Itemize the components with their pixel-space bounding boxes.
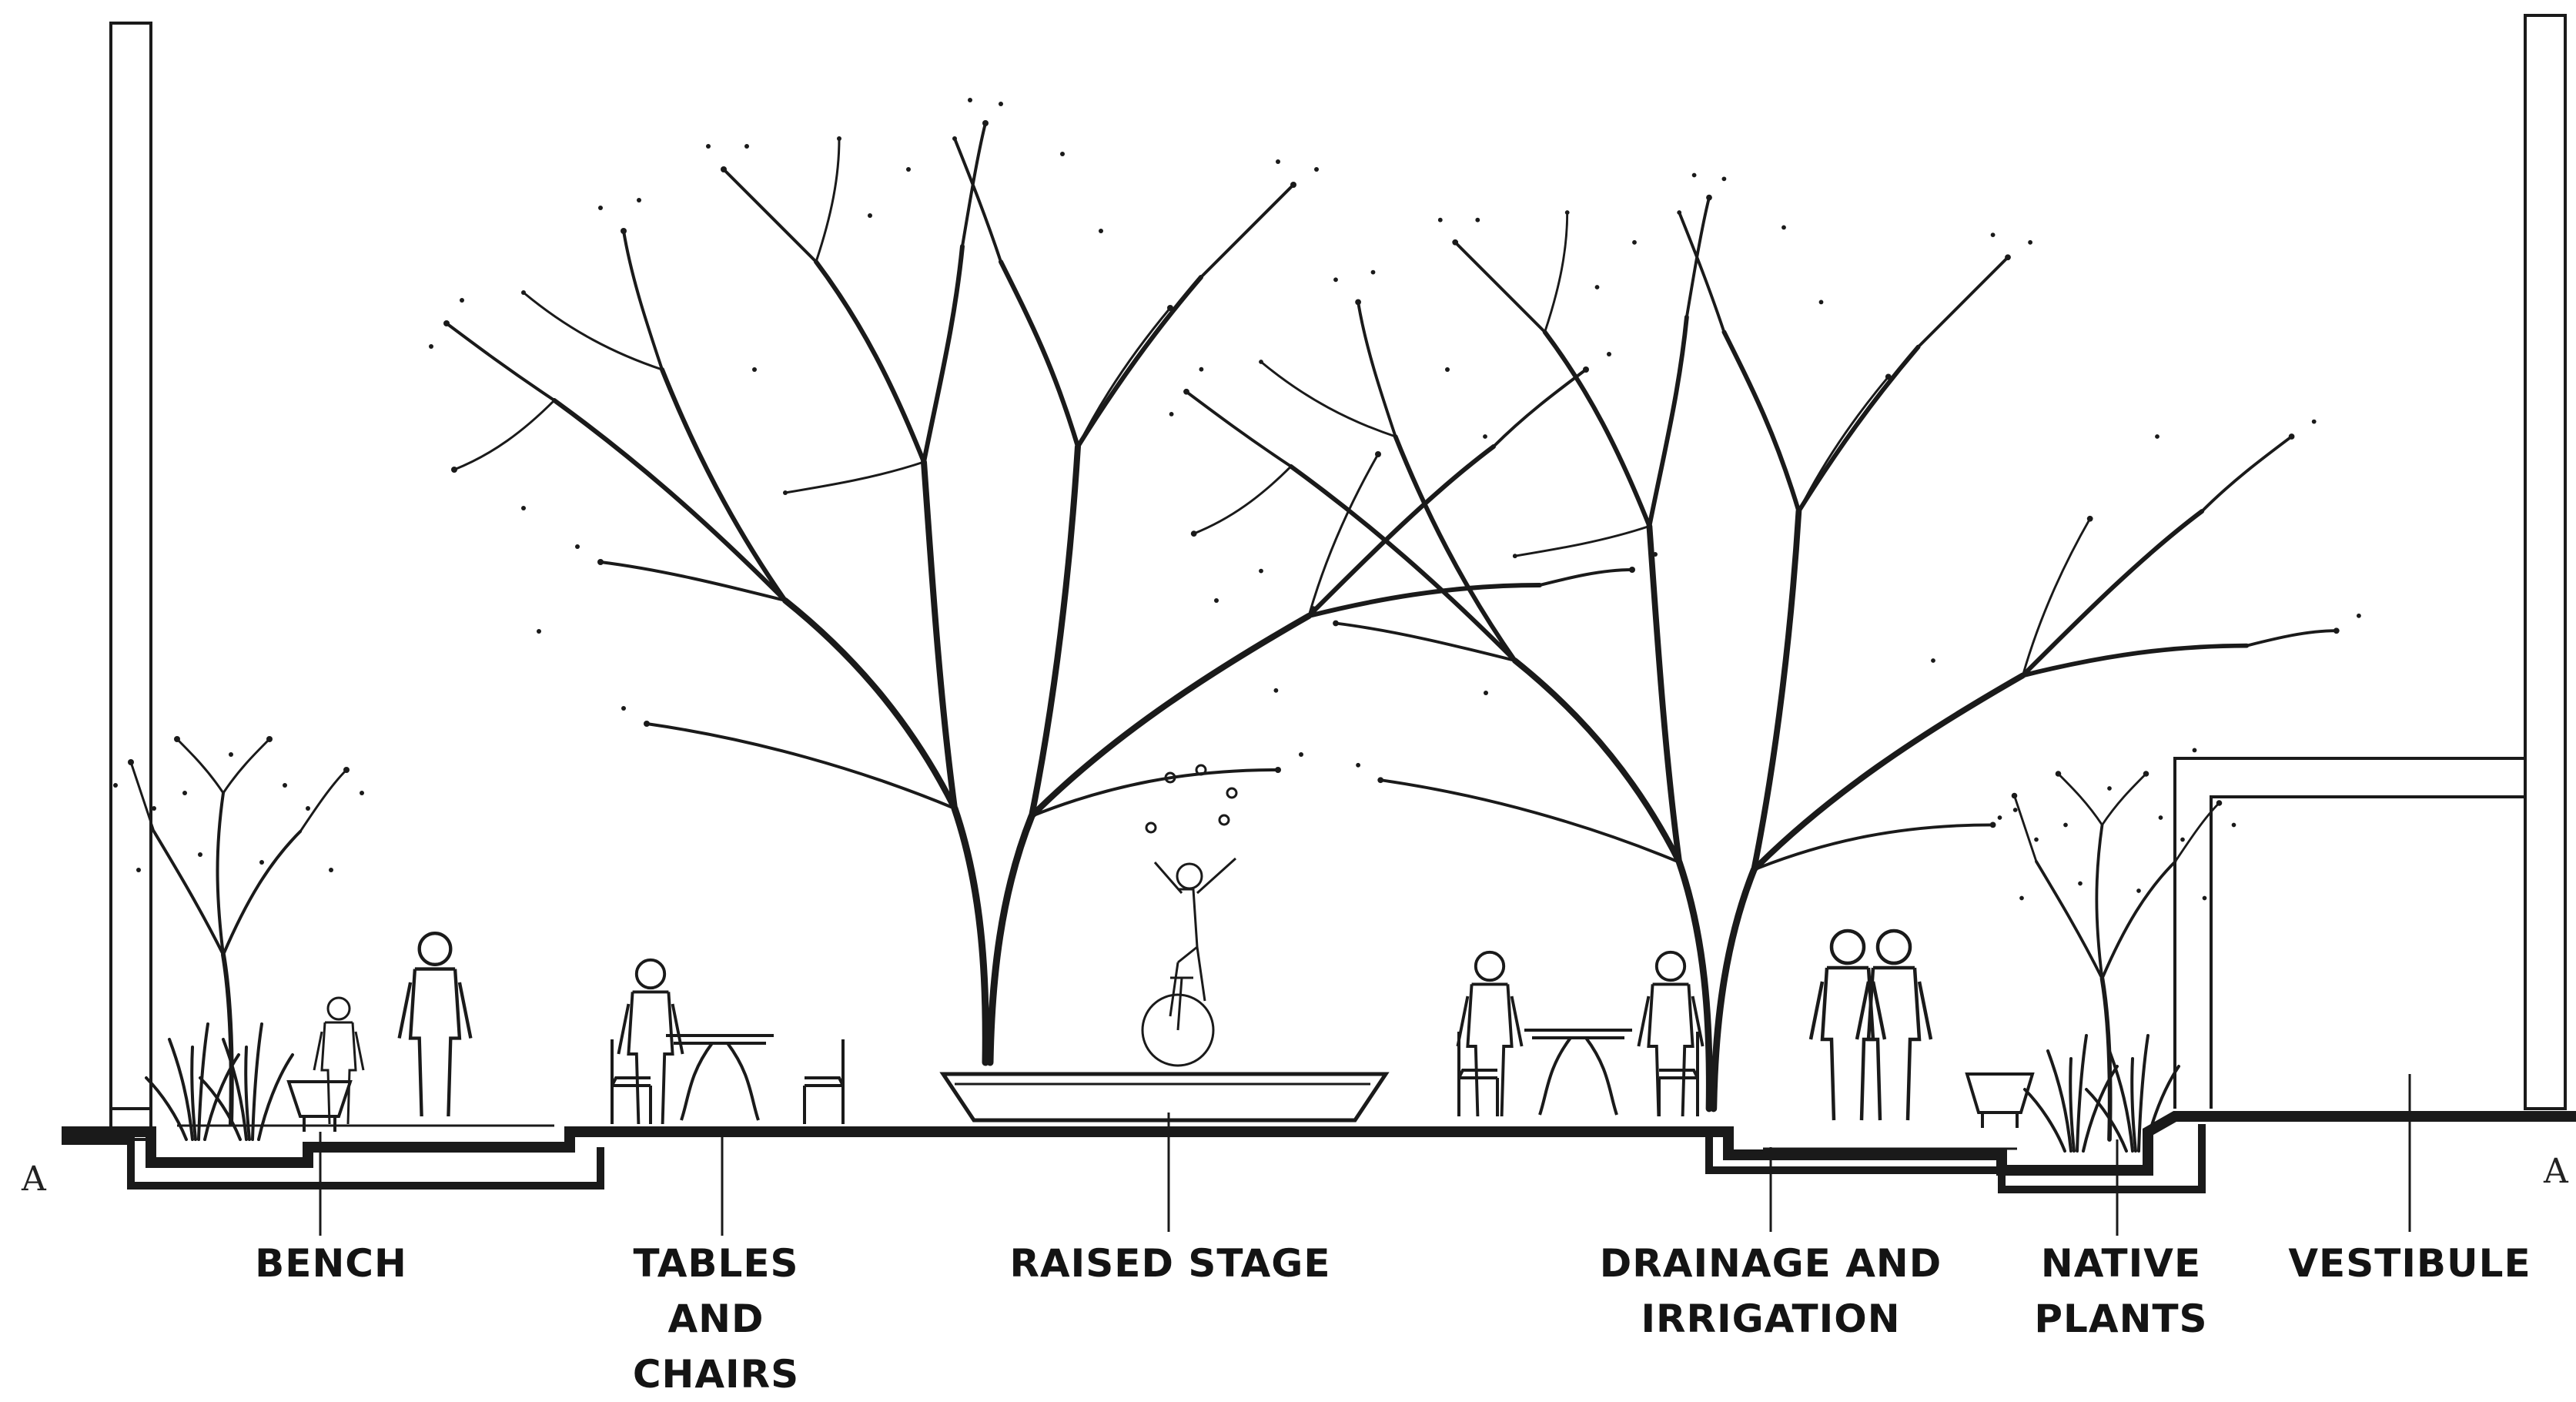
section-mark-right: A xyxy=(2544,1152,2568,1191)
ground-section xyxy=(62,1111,2576,1193)
grass-left xyxy=(145,1022,294,1141)
left-wall xyxy=(109,22,152,1141)
label-drainage-irrigation: DRAINAGE AND IRRIGATION xyxy=(1578,1236,1963,1347)
label-native-plants: NATIVE PLANTS xyxy=(2002,1236,2240,1347)
label-tables-chairs-line-1: TABLES xyxy=(633,1241,799,1286)
person-standing-couple-1 xyxy=(1811,931,1885,1120)
large-tree-right xyxy=(1169,173,2361,1109)
label-drainage-line-1: DRAINAGE AND xyxy=(1599,1241,1942,1286)
person-standing-bench xyxy=(400,933,471,1116)
native-plants-right xyxy=(2023,1034,2180,1153)
label-tables-chairs: TABLES AND CHAIRS xyxy=(601,1236,831,1402)
bench-right xyxy=(1965,1072,2035,1128)
small-tree-right xyxy=(1998,771,2236,1139)
table-right xyxy=(1523,1029,1634,1116)
chair-left-2 xyxy=(803,1038,845,1126)
juggler-on-unicycle xyxy=(1141,764,1238,1067)
section-mark-left: A xyxy=(22,1159,46,1199)
raised-stage xyxy=(939,1072,1390,1123)
bench-left xyxy=(286,1080,353,1132)
leader-lines xyxy=(319,1074,2411,1236)
label-native-line-2: PLANTS xyxy=(2034,1297,2208,1341)
person-sitting-bench xyxy=(313,996,365,1126)
vestibule-structure xyxy=(2173,757,2525,1109)
label-native-line-1: NATIVE xyxy=(2040,1241,2202,1286)
person-sitting-table-right-1 xyxy=(1456,950,1524,1118)
right-wall xyxy=(2524,14,2567,1110)
person-standing-couple-2 xyxy=(1857,931,1931,1120)
label-bench: BENCH xyxy=(255,1241,407,1286)
label-vestibule: VESTIBULE xyxy=(2288,1241,2531,1286)
label-tables-chairs-line-3: CHAIRS xyxy=(632,1352,800,1397)
label-raised-stage: RAISED STAGE xyxy=(1009,1241,1331,1286)
person-sitting-table-right-2 xyxy=(1637,950,1705,1118)
label-drainage-line-2: IRRIGATION xyxy=(1641,1297,1901,1341)
large-tree-left xyxy=(429,98,1658,1062)
label-tables-chairs-line-2: AND xyxy=(667,1297,764,1341)
